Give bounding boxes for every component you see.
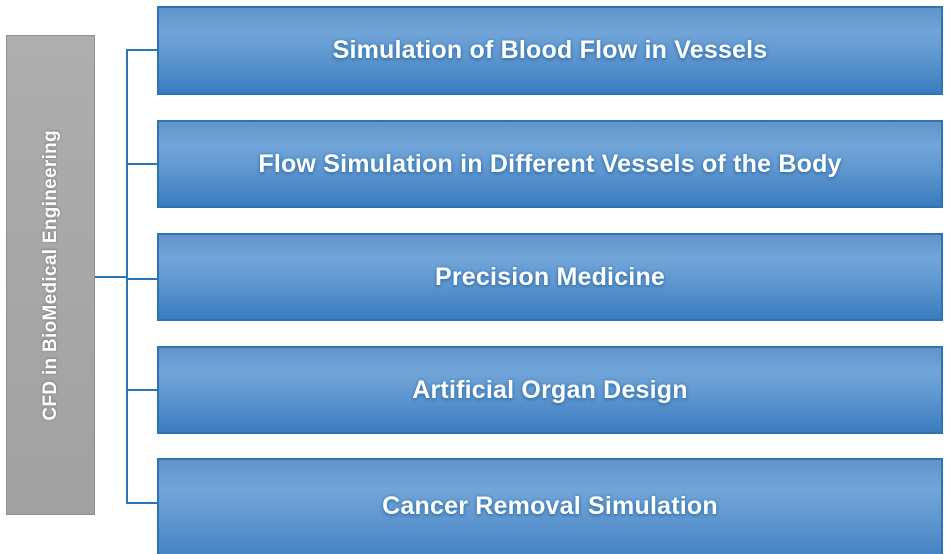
root-node-label: CFD in BioMedical Engineering <box>39 129 61 421</box>
connector-stub-cancer-removal <box>126 502 157 504</box>
branch-node-artificial-organ-design: Artificial Organ Design <box>157 346 943 434</box>
connector-stub-artificial-organ <box>126 389 157 391</box>
branch-node-cancer-removal-simulation: Cancer Removal Simulation <box>157 458 943 554</box>
connector-stub-flow-simulation <box>126 163 157 165</box>
branch-node-label: Cancer Removal Simulation <box>382 491 718 520</box>
connector-root-stub <box>95 276 126 278</box>
branch-node-flow-simulation-vessels: Flow Simulation in Different Vessels of … <box>157 120 943 208</box>
branch-node-blood-flow-simulation: Simulation of Blood Flow in Vessels <box>157 6 943 95</box>
branch-node-label: Flow Simulation in Different Vessels of … <box>258 149 842 178</box>
connector-stub-precision-medicine <box>126 278 157 280</box>
connector-stub-blood-flow <box>126 49 157 51</box>
branch-node-precision-medicine: Precision Medicine <box>157 233 943 321</box>
branch-node-label: Precision Medicine <box>434 262 666 291</box>
connector-trunk-line <box>126 50 128 504</box>
branch-node-label: Artificial Organ Design <box>412 375 688 404</box>
branch-node-label: Simulation of Blood Flow in Vessels <box>332 36 768 64</box>
root-node-cfd-biomedical: CFD in BioMedical Engineering <box>6 35 95 515</box>
